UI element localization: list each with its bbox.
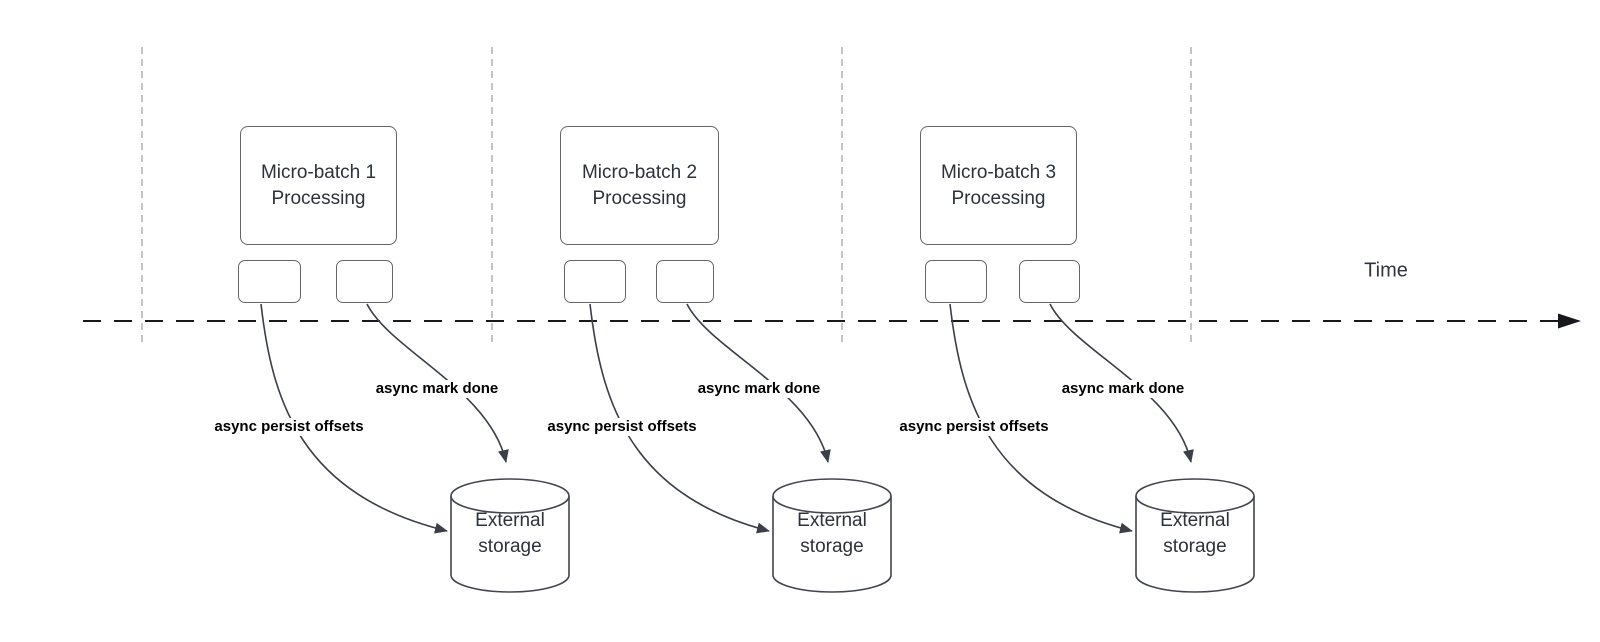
micro-batch-2-offset-task-box — [564, 260, 626, 303]
async-mark-done-label-2: async mark done — [695, 380, 823, 398]
micro-batch-1-processing-box: Micro-batch 1 Processing — [240, 126, 397, 245]
async-mark-done-arrow-3 — [1049, 303, 1194, 463]
micro-batch-2-processing-label: Micro-batch 2 Processing — [581, 161, 698, 209]
external-storage-cylinder-1 — [450, 478, 570, 593]
async-persist-offsets-arrow-2 — [589, 303, 770, 534]
async-persist-offsets-arrow-1 — [260, 303, 448, 534]
micro-batch-1-done-task-box — [336, 260, 393, 303]
micro-batch-3-offset-task-box — [925, 260, 987, 303]
async-persist-offsets-label-2: async persist offsets — [545, 418, 699, 436]
async-persist-offsets-label-3: async persist offsets — [897, 418, 1051, 436]
async-persist-offsets-arrow-3 — [949, 303, 1133, 534]
async-persist-offsets-label-1: async persist offsets — [212, 418, 366, 436]
micro-batch-3-done-task-box — [1019, 260, 1080, 303]
external-storage-label-2: External storage — [797, 510, 867, 557]
external-storage-label-1: External storage — [475, 510, 545, 557]
micro-batch-2-done-task-box — [656, 260, 714, 303]
async-mark-done-label-1: async mark done — [373, 380, 501, 398]
time-axis-arrowhead-icon — [1558, 313, 1581, 329]
micro-batch-3-processing-label: Micro-batch 3 Processing — [940, 161, 1057, 209]
external-storage-label-3: External storage — [1160, 510, 1230, 557]
async-mark-done-arrow-2 — [686, 303, 831, 463]
external-storage-cylinder-3 — [1135, 478, 1255, 593]
micro-batch-1-offset-task-box — [238, 260, 301, 303]
micro-batch-1-processing-label: Micro-batch 1 Processing — [260, 161, 377, 209]
micro-batch-3-processing-box: Micro-batch 3 Processing — [920, 126, 1077, 245]
time-axis-label: Time — [1364, 259, 1408, 282]
async-mark-done-label-3: async mark done — [1059, 380, 1187, 398]
external-storage-cylinder-2 — [772, 478, 892, 593]
micro-batch-2-processing-box: Micro-batch 2 Processing — [560, 126, 719, 245]
async-mark-done-arrow-1 — [366, 303, 509, 463]
